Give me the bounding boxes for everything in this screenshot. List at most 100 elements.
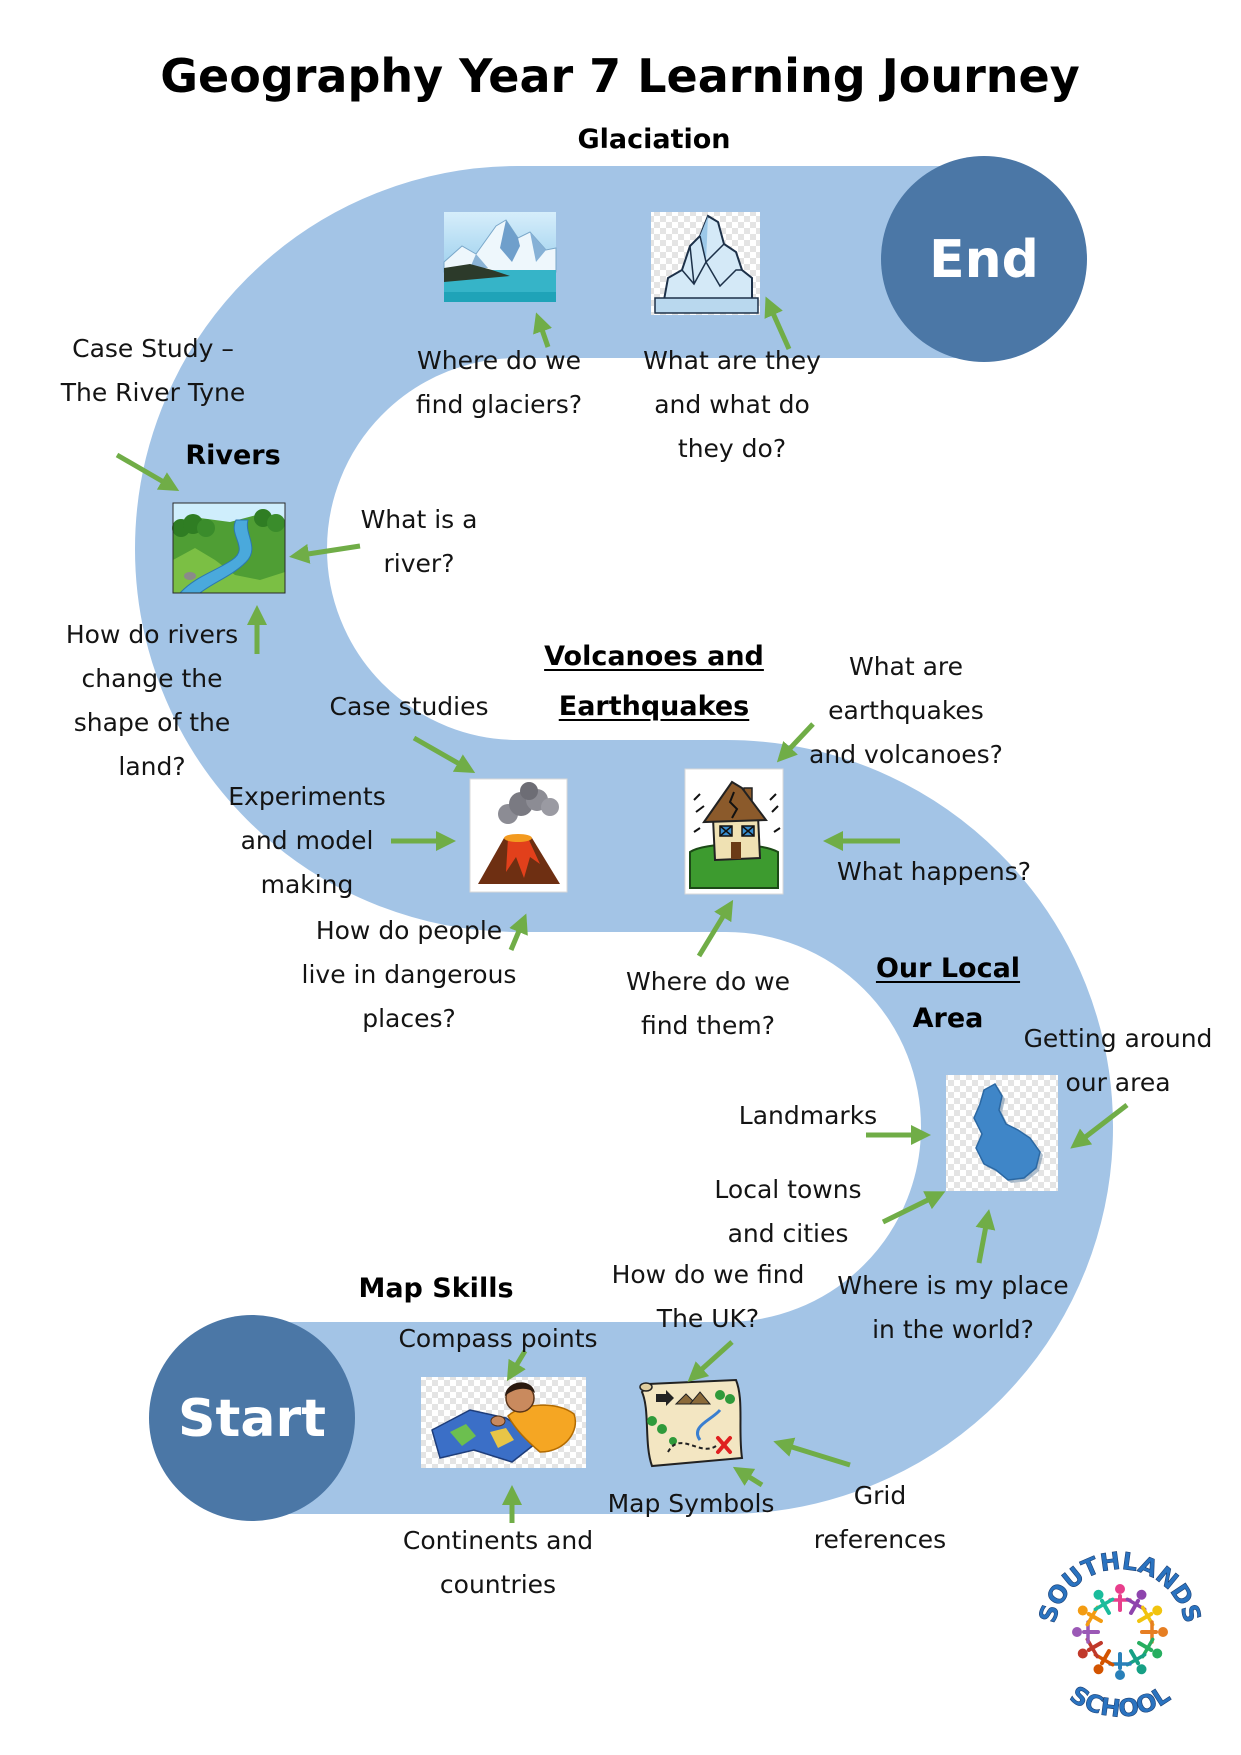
- heading-line: Volcanoes and: [544, 641, 764, 672]
- arrow-what-is-a-river: [289, 543, 361, 564]
- logo-figure: [1093, 1589, 1115, 1615]
- question-line: shape of the: [73, 708, 231, 737]
- question-line: Continents and: [402, 1526, 594, 1555]
- iceberg-facet: [689, 245, 695, 285]
- question-line: Where do we: [626, 967, 790, 996]
- question-line: our area: [1065, 1068, 1171, 1097]
- map-continent: [450, 1424, 476, 1446]
- page-title: Geography Year 7 Learning Journey: [160, 49, 1080, 103]
- house-roof: [702, 780, 768, 824]
- school-logo: SOUTHLANDS SCHOOL: [1033, 1547, 1207, 1724]
- tremor-lines: [693, 793, 781, 833]
- question-line: Getting around: [1023, 1024, 1213, 1053]
- question-line: river?: [383, 549, 455, 578]
- arrow-map-symbols: [732, 1466, 764, 1488]
- arrow-case-studies: [412, 735, 476, 773]
- arrow-what-are-earthquakes: [776, 722, 815, 763]
- treasure-x: [716, 1436, 732, 1454]
- logo-figure-head: [1072, 1627, 1082, 1637]
- volcanoes-experiments: Experiments and model making: [228, 775, 385, 907]
- topic-heading-local-area: Our Local Area: [876, 944, 1020, 1044]
- heading-line: Glaciation: [577, 124, 731, 155]
- logo-figure-head: [1115, 1584, 1125, 1594]
- question-line: they do?: [677, 434, 787, 463]
- iceberg-icon: [651, 212, 760, 315]
- start-marker: Start: [149, 1315, 355, 1521]
- question-line: and volcanoes?: [809, 740, 1003, 769]
- question-line: and cities: [727, 1219, 849, 1248]
- logo-figure-ring: [1072, 1584, 1168, 1680]
- map-tree: [669, 1437, 677, 1445]
- logo-figure-head: [1077, 1648, 1088, 1659]
- map-tree: [715, 1390, 725, 1400]
- start-circle: [149, 1315, 355, 1521]
- arrow-my-place: [975, 1209, 996, 1264]
- arrow-where-find-them: [696, 899, 734, 958]
- picture-border: [172, 502, 286, 594]
- question-line: Experiments: [228, 782, 386, 811]
- question-line: Landmarks: [738, 1101, 878, 1130]
- local-area-map-icon: [946, 1075, 1058, 1191]
- arrow-case-study-river-tyne: [115, 452, 180, 492]
- mountain-shade: [530, 232, 546, 262]
- question-where-glaciers: Where do we find glaciers?: [416, 339, 582, 427]
- question-what-are-earthquakes: What are earthquakes and volcanoes?: [809, 645, 1003, 777]
- logo-figure-arms: [1093, 1597, 1115, 1612]
- logo-figure-head: [1093, 1589, 1104, 1600]
- logo-figure-head: [1077, 1605, 1088, 1616]
- question-line: The UK?: [656, 1304, 760, 1333]
- volcanoes-case-studies: Case studies: [329, 685, 488, 729]
- rivers-case-study: Case Study – The River Tyne: [61, 327, 246, 415]
- mountain-shade: [500, 220, 520, 262]
- child-body: [507, 1404, 577, 1453]
- tree: [197, 519, 215, 537]
- question-line: countries: [439, 1570, 557, 1599]
- question-line: Compass points: [398, 1324, 598, 1353]
- lava-flow: [506, 838, 540, 878]
- question-line: and model: [240, 826, 374, 855]
- logo-figure: [1108, 1584, 1132, 1612]
- crater-glow: [504, 834, 532, 842]
- map-tree: [657, 1424, 667, 1434]
- map-compass-points: Compass points: [398, 1317, 597, 1361]
- roof-crack: [728, 791, 739, 819]
- question-where-find-them: Where do we find them?: [626, 960, 790, 1048]
- arrow-local-towns: [881, 1191, 946, 1225]
- arrow-grid-references: [773, 1437, 851, 1468]
- rock: [184, 572, 196, 580]
- heading-line: Rivers: [185, 440, 281, 471]
- question-find-the-uk: How do we find The UK?: [612, 1253, 805, 1341]
- question-line: How do people: [315, 916, 503, 945]
- logo-figure-head: [1115, 1670, 1125, 1680]
- logo-figure: [1137, 1637, 1163, 1659]
- question-dangerous-places: How do people live in dangerous places?: [302, 909, 517, 1041]
- arrow-find-uk: [687, 1340, 734, 1383]
- logo-text-bottom: SCHOOL: [1065, 1680, 1175, 1723]
- tree: [267, 514, 285, 532]
- question-line: What happens?: [836, 857, 1032, 886]
- heading-line: Earthquakes: [558, 691, 750, 722]
- parchment: [640, 1378, 744, 1468]
- direction-arrow: [656, 1390, 674, 1406]
- map-river: [696, 1408, 722, 1441]
- question-line: in the world?: [872, 1315, 1034, 1344]
- question-line: Map Symbols: [607, 1489, 775, 1518]
- treasure-map-icon: [639, 1378, 744, 1468]
- arrow-what-are-glaciers: [764, 296, 792, 351]
- question-line: references: [813, 1525, 947, 1554]
- question-line: What is a: [360, 505, 478, 534]
- local-towns-cities: Local towns and cities: [714, 1168, 861, 1256]
- logo-figure-head: [1152, 1605, 1163, 1616]
- start-label: Start: [178, 1389, 326, 1449]
- question-what-happens: What happens?: [837, 850, 1031, 894]
- logo-figure: [1072, 1620, 1100, 1644]
- question-getting-around: Getting around our area: [1024, 1017, 1213, 1105]
- iceberg-facet: [681, 260, 742, 288]
- question-line: find them?: [640, 1011, 776, 1040]
- question-line: Case studies: [329, 692, 489, 721]
- question-line: Where do we: [417, 346, 581, 375]
- heading-line: Our Local: [875, 953, 1021, 984]
- map-symbols: Map Symbols: [608, 1482, 775, 1526]
- question-what-are-glaciers: What are they and what do they do?: [643, 339, 821, 471]
- arrow-where-glaciers: [533, 312, 553, 348]
